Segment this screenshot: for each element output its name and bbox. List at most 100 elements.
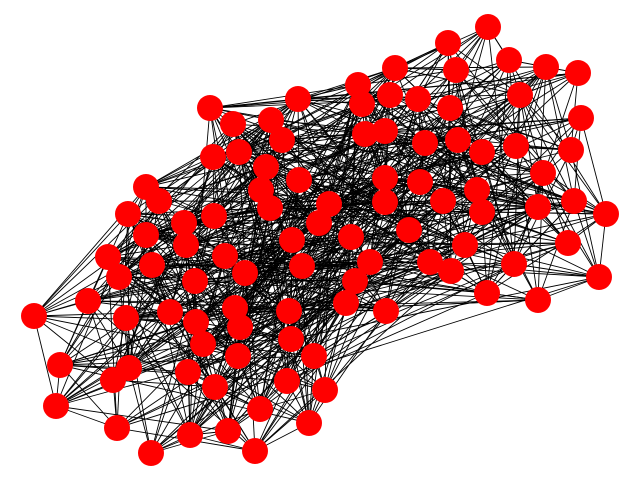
graph-edge	[194, 280, 239, 357]
graph-edge	[118, 276, 191, 436]
graph-edge	[384, 201, 466, 246]
graph-node	[115, 201, 141, 227]
graph-edge	[364, 133, 575, 202]
graph-node	[452, 232, 478, 258]
graph-edge	[151, 261, 371, 266]
graph-node	[183, 309, 209, 335]
graph-node	[357, 249, 383, 275]
graph-node	[226, 139, 252, 165]
graph-node	[289, 253, 315, 279]
graph-node	[474, 280, 500, 306]
graph-edge	[291, 239, 466, 246]
graph-edge	[288, 206, 539, 312]
graph-node	[503, 133, 529, 159]
graph-node	[242, 438, 268, 464]
graph-node	[104, 415, 130, 441]
graph-edge	[55, 355, 239, 407]
graph-edge	[519, 94, 544, 174]
graph-edge	[55, 317, 127, 407]
graph-node	[43, 393, 69, 419]
graph-node	[21, 303, 47, 329]
graph-edge	[185, 203, 330, 246]
graph-node	[182, 268, 208, 294]
graph-edge	[59, 343, 204, 366]
graph-edge	[202, 343, 315, 357]
graph-node	[372, 165, 398, 191]
graph-edge	[324, 261, 431, 391]
graph-node	[501, 251, 527, 277]
graph-node	[312, 377, 338, 403]
graph-edge	[476, 189, 575, 202]
graph-node	[106, 264, 132, 290]
graph-node	[568, 105, 594, 131]
graph-edge	[118, 276, 197, 323]
graph-edge	[183, 151, 483, 224]
graph-edge	[357, 84, 459, 141]
graph-node	[417, 249, 443, 275]
graph-node	[202, 374, 228, 400]
graph-node	[274, 368, 300, 394]
graph-edge	[301, 265, 310, 424]
graph-node	[113, 305, 139, 331]
graph-node	[533, 54, 559, 80]
graph-node	[278, 326, 304, 352]
graph-node	[507, 82, 533, 108]
graph-edge	[384, 201, 488, 294]
graph-node	[200, 144, 226, 170]
graph-node	[555, 230, 581, 256]
graph-node	[593, 201, 619, 227]
graph-node	[396, 217, 422, 243]
graph-edge	[385, 206, 539, 312]
graph-edge	[270, 84, 359, 121]
graph-edge	[202, 338, 292, 345]
graph-node	[286, 167, 312, 193]
graph-node	[175, 359, 201, 385]
graph-node	[227, 314, 253, 340]
graph-edge	[224, 255, 600, 278]
graph-node	[75, 288, 101, 314]
graph-node	[306, 210, 332, 236]
graph-node	[212, 243, 238, 269]
graph-node	[405, 86, 431, 112]
graph-edge	[185, 242, 569, 246]
graph-node	[47, 352, 73, 378]
graph-edge	[213, 215, 293, 241]
graph-node	[171, 210, 197, 236]
graph-node	[377, 82, 403, 108]
graph-node	[469, 139, 495, 165]
graph-edge	[361, 103, 451, 109]
graph-node	[382, 55, 408, 81]
graph-edge	[447, 42, 521, 96]
graph-edge	[259, 239, 293, 410]
graph-edge	[364, 133, 544, 174]
graph-edge	[442, 200, 569, 244]
graph-edge	[464, 200, 575, 246]
graph-node	[372, 118, 398, 144]
graph-edge	[183, 211, 483, 224]
graph-node	[438, 258, 464, 284]
graph-edge	[442, 200, 600, 278]
graph-edge	[573, 200, 600, 278]
graph-node	[373, 298, 399, 324]
graph-edge	[59, 234, 147, 366]
graph-edge	[384, 130, 483, 213]
graph-edge	[59, 364, 118, 429]
node-layer	[21, 14, 619, 466]
graph-edge	[281, 139, 352, 238]
graph-edge	[384, 177, 466, 246]
graph-node	[296, 410, 322, 436]
graph-node	[232, 260, 258, 286]
graph-edge	[127, 213, 215, 217]
graph-node	[215, 418, 241, 444]
graph-edge	[125, 317, 310, 424]
graph-edge	[301, 265, 387, 312]
graph-edge	[209, 69, 457, 109]
graph-node	[558, 137, 584, 163]
graph-node	[133, 222, 159, 248]
graph-edge	[442, 172, 544, 202]
graph-edge	[169, 272, 246, 313]
graph-node	[190, 331, 216, 357]
graph-edge	[481, 211, 569, 244]
graph-edge	[118, 276, 290, 312]
graph-node	[201, 203, 227, 229]
